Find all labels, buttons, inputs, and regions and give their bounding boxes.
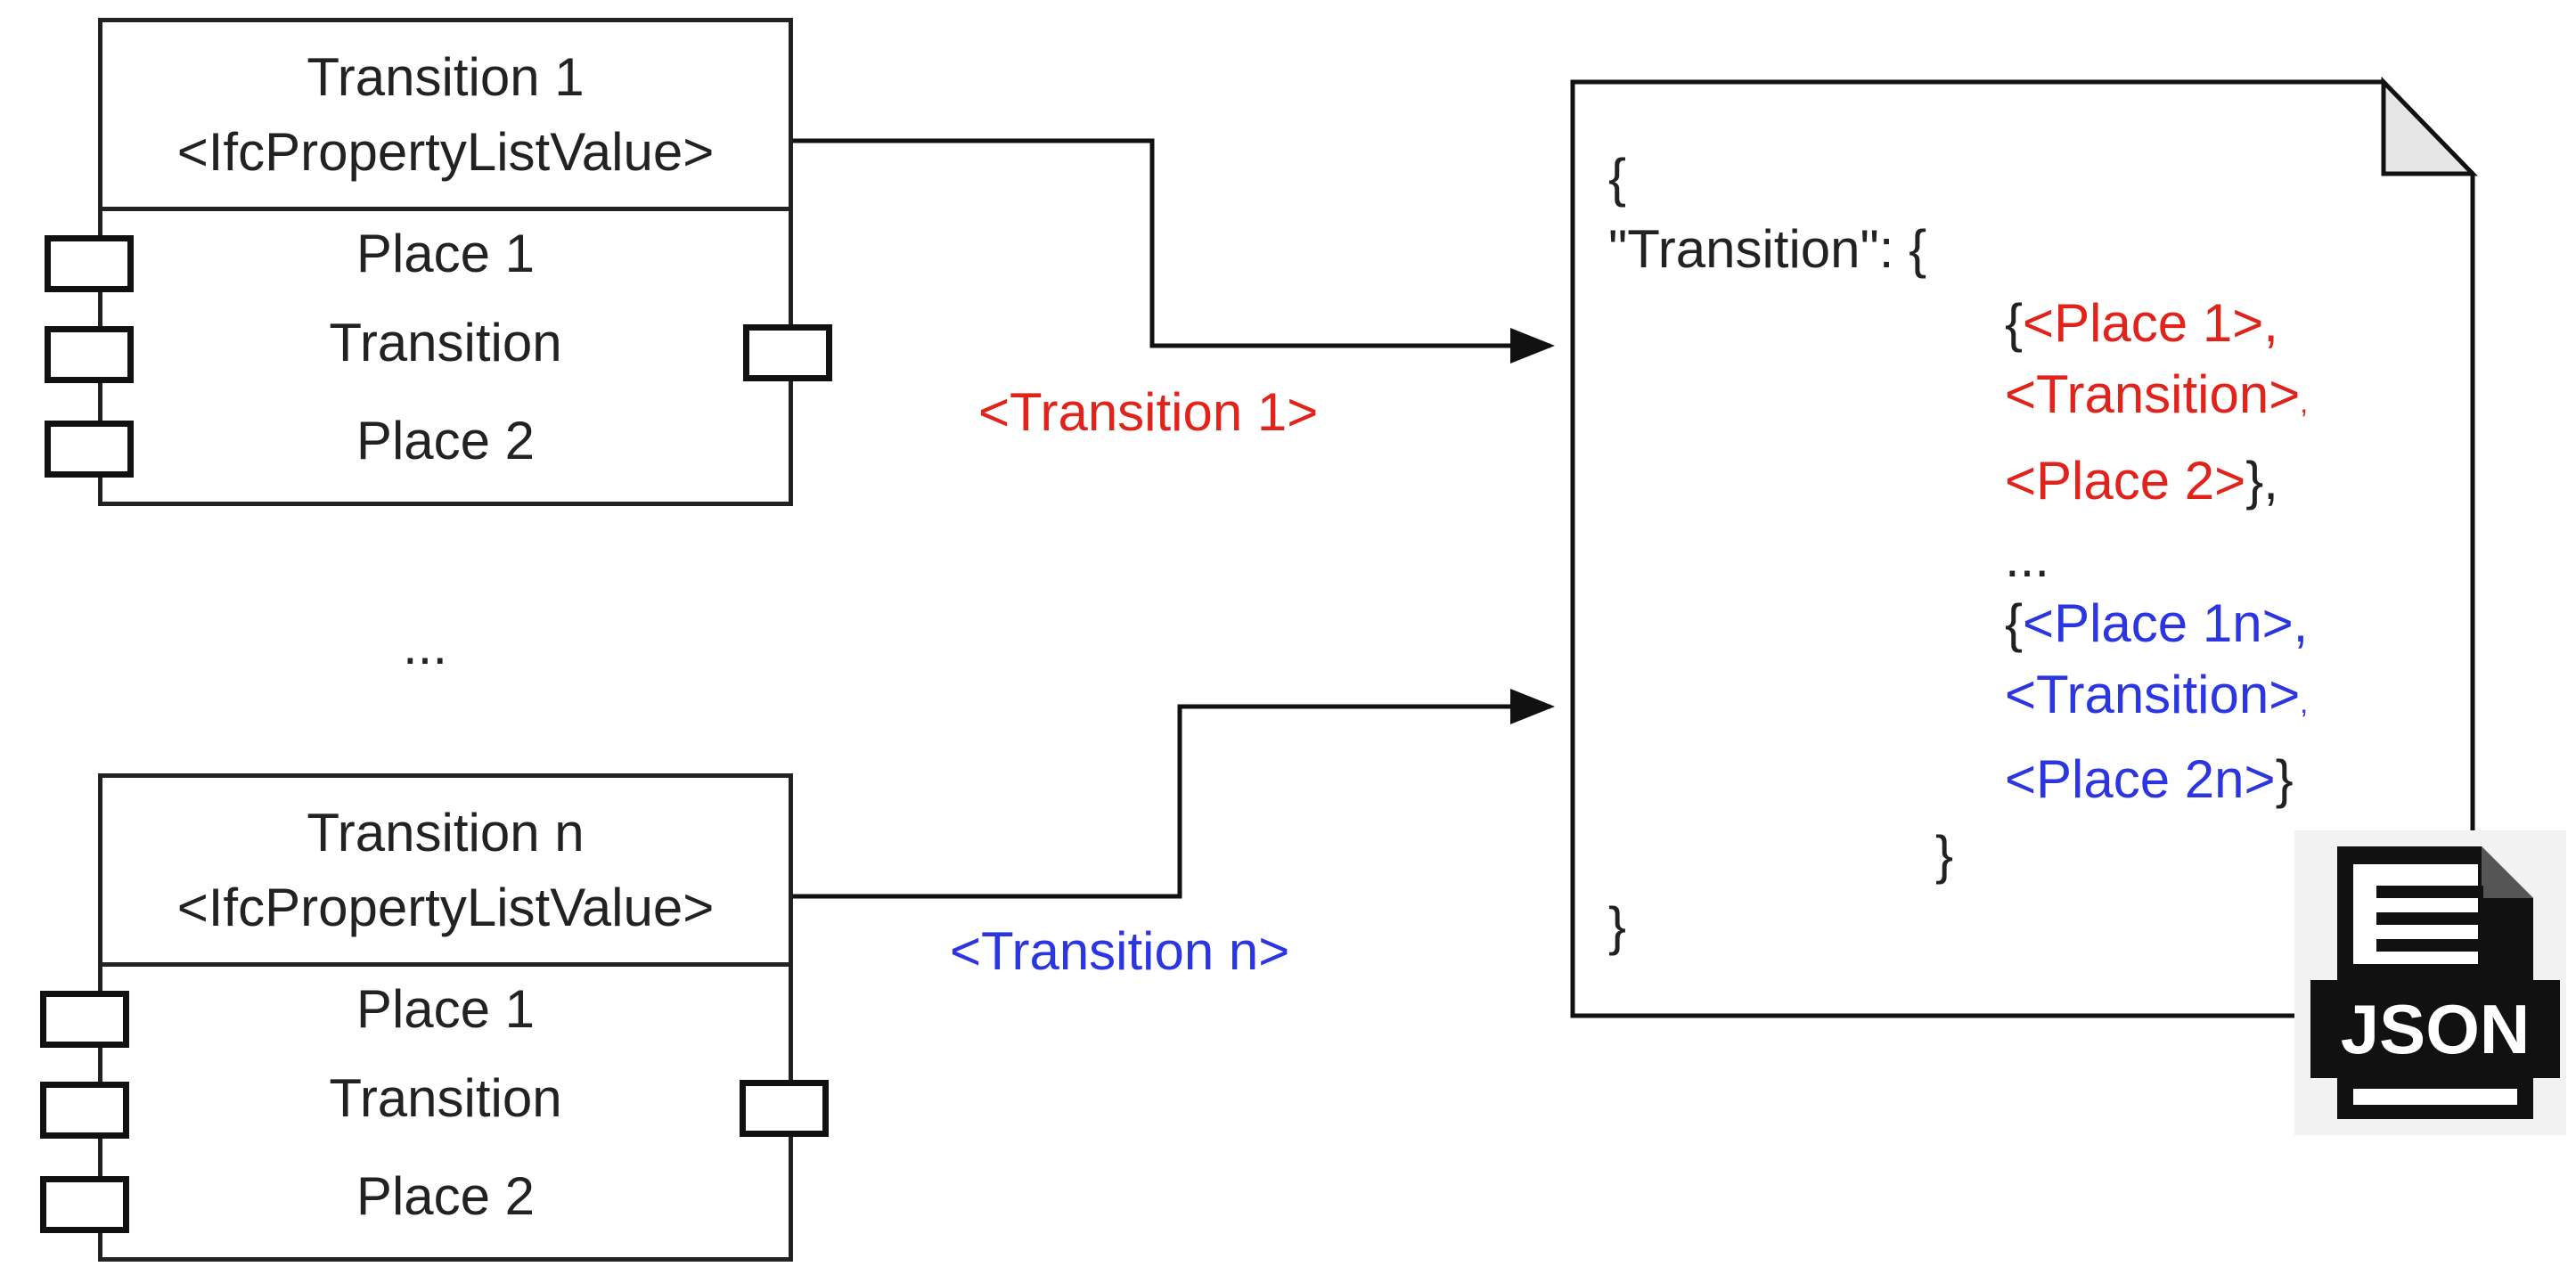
port-left-transition: [45, 326, 134, 383]
row-transition: Transition: [329, 1068, 562, 1128]
edge-label-transition-1: <Transition 1>: [978, 382, 1319, 442]
file-icon-line: [2376, 886, 2483, 898]
doc-outer-close-brace: }: [1608, 896, 1627, 956]
doc-key-line: "Transition": {: [1608, 219, 1927, 279]
port-right-transition: [740, 1080, 829, 1137]
group2-place1: <Place 1n>,: [2023, 593, 2309, 653]
group2-brace-close: }: [2275, 749, 2294, 809]
row-transition: Transition: [329, 313, 562, 372]
edge-transition-n: [793, 689, 1555, 899]
block-type: <IfcPropertyListValue>: [176, 122, 715, 182]
group2-brace-open: {: [2005, 593, 2024, 653]
file-icon-label: JSON: [2341, 990, 2530, 1068]
block-header: Transition 1 <IfcPropertyListValue>: [102, 22, 789, 211]
port-right-transition: [743, 324, 832, 381]
block-type: <IfcPropertyListValue>: [176, 878, 715, 937]
doc-group1-line3: <Place 2>},: [2005, 450, 2278, 512]
transition-1-block: Transition 1 <IfcPropertyListValue> Plac…: [98, 18, 793, 506]
group1-small-comma: ,: [2300, 387, 2309, 419]
transition-n-block: Transition n <IfcPropertyListValue> Plac…: [98, 773, 793, 1262]
doc-group2-line2: <Transition>,: [2005, 664, 2308, 734]
group1-place2: <Place 2>: [2005, 451, 2246, 511]
port-left-place-1: [40, 991, 129, 1048]
doc-open-brace: {: [1608, 148, 1627, 208]
row-place-2: Place 2: [356, 1166, 536, 1226]
port-left-place-1: [45, 235, 134, 292]
port-left-place-2: [45, 421, 134, 478]
group1-brace-close: },: [2245, 451, 2278, 511]
json-file-icon: JSON: [2294, 830, 2566, 1135]
doc-group1-line2: <Transition>,: [2005, 364, 2308, 434]
doc-inner-close-brace: }: [1935, 825, 1954, 885]
block-header: Transition n <IfcPropertyListValue>: [102, 778, 789, 967]
file-icon-foot: [2353, 1089, 2517, 1105]
json-document-outline: [1570, 79, 2475, 1018]
doc-group2-line1: {<Place 1n>,: [2005, 592, 2308, 655]
file-icon-banner: [2310, 980, 2560, 1078]
doc-group2-line3: <Place 2n>}: [2005, 748, 2294, 811]
file-icon-line: [2376, 939, 2510, 952]
file-icon-fold: [2482, 846, 2533, 898]
file-icon-line: [2376, 912, 2510, 925]
row-place-2: Place 2: [356, 411, 536, 470]
document-fold: [2381, 76, 2478, 176]
edge-transition-1: [793, 138, 1555, 364]
block-title: Transition 1: [307, 47, 585, 107]
group2-transition: <Transition>: [2005, 665, 2301, 724]
edge-label-transition-n: <Transition n>: [950, 921, 1290, 981]
block-title: Transition n: [307, 803, 585, 862]
group2-place2: <Place 2n>: [2005, 749, 2276, 809]
doc-group1-line1: {<Place 1>,: [2005, 292, 2278, 355]
group1-transition: <Transition>: [2005, 364, 2301, 424]
port-left-transition: [40, 1082, 129, 1139]
row-place-1: Place 1: [356, 224, 536, 283]
row-place-1: Place 1: [356, 979, 536, 1039]
blocks-ellipsis: ...: [403, 616, 448, 675]
group1-brace-open: {: [2005, 293, 2024, 353]
doc-middle-ellipsis: ...: [2005, 528, 2050, 588]
group2-small-comma: ,: [2300, 687, 2309, 719]
group1-place1: <Place 1>,: [2023, 293, 2278, 353]
port-left-place-2: [40, 1176, 129, 1233]
